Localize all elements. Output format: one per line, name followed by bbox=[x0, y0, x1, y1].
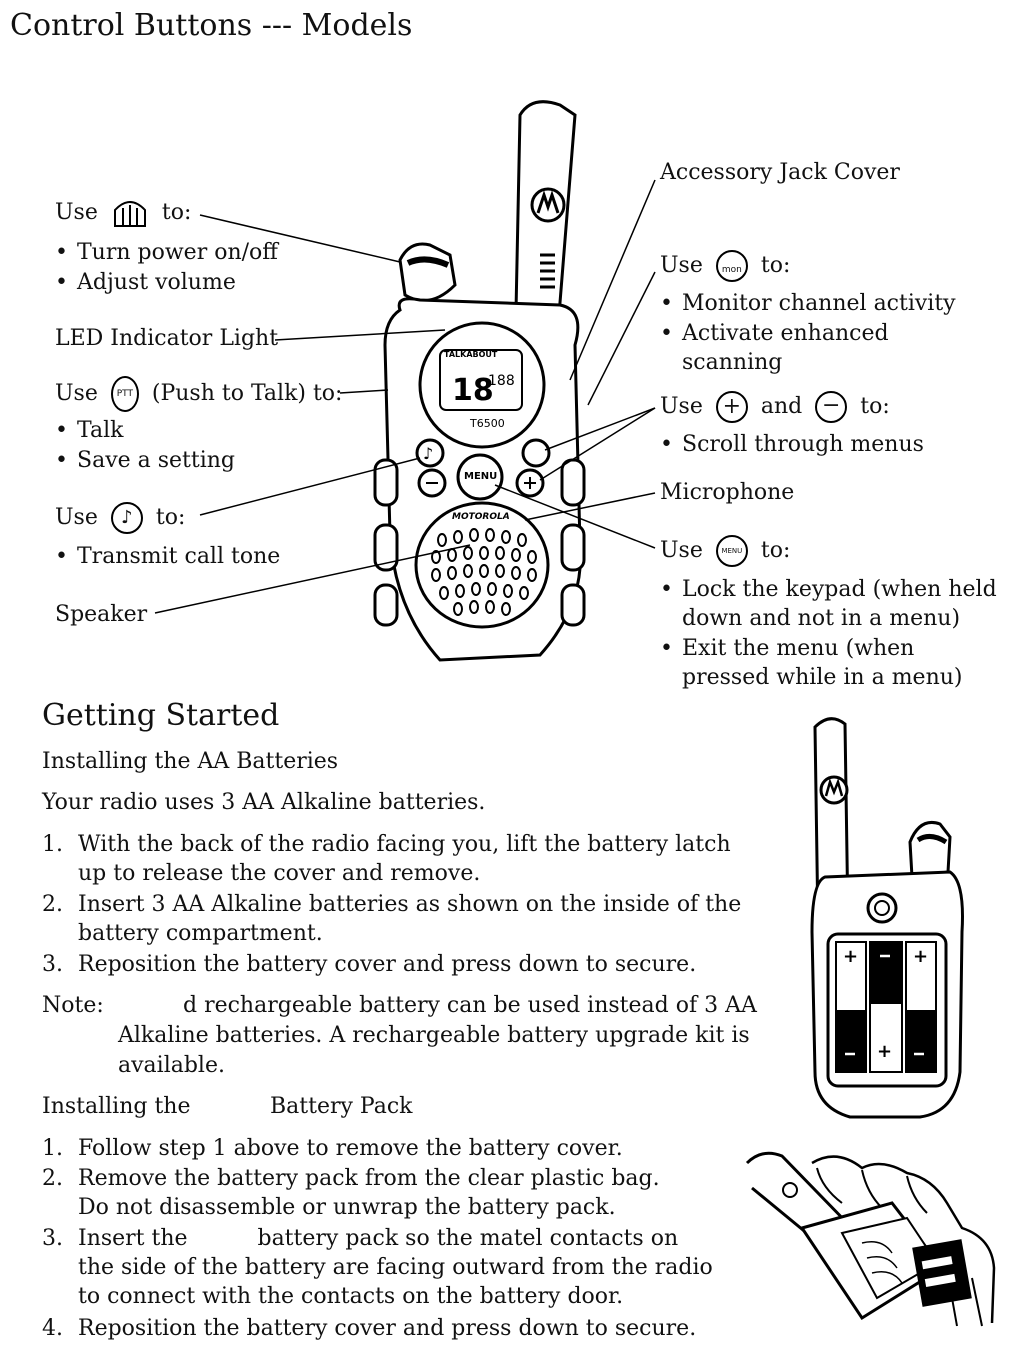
pack-step-3-num: 3. bbox=[42, 1226, 63, 1251]
note-line-2: Alkaline batteries. A rechargeable batte… bbox=[118, 1023, 750, 1048]
note-line-3: available. bbox=[118, 1053, 225, 1078]
menu-item-1: Lock the keypad (when held bbox=[660, 577, 997, 602]
menu-use-label: Use bbox=[660, 538, 703, 563]
aa-step-2-num: 2. bbox=[42, 892, 63, 917]
aa-step-1: 1. With the back of the radio facing you… bbox=[42, 832, 731, 886]
menu-to-label: to: bbox=[760, 538, 791, 563]
plusminus-and-label: and bbox=[760, 394, 803, 419]
note-line-1: d rechargeable battery can be used inste… bbox=[183, 993, 757, 1018]
radio-back-battery-illustration: + + + bbox=[810, 717, 964, 1119]
plus-icon: + bbox=[715, 391, 748, 423]
pack-step-3-line-1: Insert the battery pack so the matel con… bbox=[78, 1226, 679, 1251]
plusminus-use-label: Use bbox=[660, 394, 703, 419]
ptt-use-label: Use bbox=[55, 381, 98, 406]
ptt-item-2: Save a setting bbox=[55, 448, 235, 473]
power-use-label: Use bbox=[55, 200, 98, 225]
power-item-1: Turn power on/off bbox=[55, 240, 278, 265]
note-label: Note: bbox=[42, 993, 104, 1018]
aa-intro: Your radio uses 3 AA Alkaline batteries. bbox=[42, 790, 486, 815]
svg-text:+: + bbox=[877, 1041, 892, 1062]
menu-item-2: Exit the menu (when bbox=[660, 636, 914, 661]
pack-step-2: 2. Remove the battery pack from the clea… bbox=[42, 1166, 660, 1220]
call-tone-to-label: to: bbox=[155, 505, 186, 530]
accessory-jack-label: Accessory Jack Cover bbox=[660, 160, 900, 185]
power-to-label: to: bbox=[161, 200, 192, 225]
svg-text:+: + bbox=[913, 946, 928, 967]
plusminus-item-1: Scroll through menus bbox=[660, 432, 924, 457]
monitor-callout: Use mon to: bbox=[660, 250, 790, 282]
ptt-callout: Use PTT (Push to Talk) to: bbox=[55, 376, 342, 412]
power-item-2: Adjust volume bbox=[55, 270, 236, 295]
microphone-label: Microphone bbox=[660, 480, 795, 505]
monitor-item-2: Activate enhanced bbox=[660, 321, 889, 346]
pack-step-1-num: 1. bbox=[42, 1136, 63, 1161]
svg-text:+: + bbox=[843, 946, 858, 967]
music-note-icon: ♪ bbox=[110, 502, 143, 534]
radio-front-illustration: TALKABOUT 18 188 T6500 ♪ MENU MOTOROLA bbox=[373, 100, 586, 662]
ptt-paren-label: (Push to Talk) to: bbox=[151, 381, 343, 406]
power-callout: Use to: bbox=[55, 198, 191, 228]
pack-step-3: 3. Insert the battery pack so the matel … bbox=[42, 1226, 713, 1309]
monitor-item-2-cont: scanning bbox=[682, 350, 783, 375]
pack-step-1-line-1: Follow step 1 above to remove the batter… bbox=[78, 1136, 623, 1161]
hand-battery-pack-illustration bbox=[745, 1151, 996, 1327]
pack-step-1: 1. Follow step 1 above to remove the bat… bbox=[42, 1136, 623, 1161]
pack-title-a: Installing the bbox=[42, 1094, 191, 1119]
menu-callout: Use MENU to: bbox=[660, 535, 790, 567]
menu-item-1-cont: down and not in a menu) bbox=[682, 606, 961, 631]
pack-step-4-num: 4. bbox=[42, 1316, 63, 1341]
minus-icon: − bbox=[815, 391, 848, 423]
aa-step-1-num: 1. bbox=[42, 832, 63, 857]
pack-step-3-line-2: the side of the battery are facing outwa… bbox=[78, 1255, 713, 1280]
speaker-label: Speaker bbox=[55, 602, 148, 627]
plusminus-to-label: to: bbox=[860, 394, 890, 419]
callout-leader-lines bbox=[154, 179, 656, 614]
power-knob-icon bbox=[113, 201, 146, 227]
led-indicator-label: LED Indicator Light bbox=[55, 326, 279, 351]
monitor-button-icon: mon bbox=[715, 250, 748, 282]
monitor-to-label: to: bbox=[760, 253, 791, 278]
aa-step-2-line-2: battery compartment. bbox=[78, 921, 323, 946]
monitor-use-label: Use bbox=[660, 253, 703, 278]
display-brand-label: TALKABOUT bbox=[444, 350, 498, 359]
menu-item-2-cont: pressed while in a menu) bbox=[682, 665, 963, 690]
call-tone-use-label: Use bbox=[55, 505, 98, 530]
aa-step-3-line-1: Reposition the battery cover and press d… bbox=[78, 952, 697, 977]
page-title: Control Buttons --- Models bbox=[10, 8, 413, 43]
aa-batteries-title: Installing the AA Batteries bbox=[42, 749, 339, 774]
svg-text:18: 18 bbox=[452, 373, 494, 408]
call-tone-callout: Use ♪ to: bbox=[55, 502, 185, 534]
pack-step-4-line-1: Reposition the battery cover and press d… bbox=[78, 1316, 697, 1341]
menu-button-label: MENU bbox=[464, 471, 497, 482]
pack-step-3-line-3: to connect with the contacts on the batt… bbox=[78, 1284, 624, 1309]
aa-step-3-num: 3. bbox=[42, 952, 63, 977]
brand-label: MOTOROLA bbox=[452, 512, 510, 522]
model-label: T6500 bbox=[469, 417, 505, 430]
pack-title-b: Battery Pack bbox=[270, 1094, 413, 1119]
svg-text:188: 188 bbox=[488, 373, 515, 389]
aa-step-3: 3. Reposition the battery cover and pres… bbox=[42, 952, 696, 977]
monitor-item-1: Monitor channel activity bbox=[660, 291, 956, 316]
pack-step-2-line-2: Do not disassemble or unwrap the battery… bbox=[78, 1195, 616, 1220]
pack-step-2-num: 2. bbox=[42, 1166, 63, 1191]
pack-step-2-line-1: Remove the battery pack from the clear p… bbox=[78, 1166, 660, 1191]
menu-button-icon: MENU bbox=[715, 535, 748, 567]
plusminus-callout: Use + and − to: bbox=[660, 391, 890, 423]
ptt-item-1: Talk bbox=[55, 418, 124, 443]
getting-started-heading: Getting Started bbox=[42, 698, 280, 733]
aa-step-2: 2. Insert 3 AA Alkaline batteries as sho… bbox=[42, 892, 741, 946]
ptt-button-icon: PTT bbox=[110, 376, 139, 412]
call-tone-item-1: Transmit call tone bbox=[55, 544, 280, 569]
pack-step-4: 4. Reposition the battery cover and pres… bbox=[42, 1316, 696, 1341]
aa-step-1-line-2: up to release the cover and remove. bbox=[78, 861, 481, 886]
svg-text:♪: ♪ bbox=[423, 444, 433, 463]
aa-step-2-line-1: Insert 3 AA Alkaline batteries as shown … bbox=[78, 892, 742, 917]
aa-step-1-line-1: With the back of the radio facing you, l… bbox=[78, 832, 731, 857]
